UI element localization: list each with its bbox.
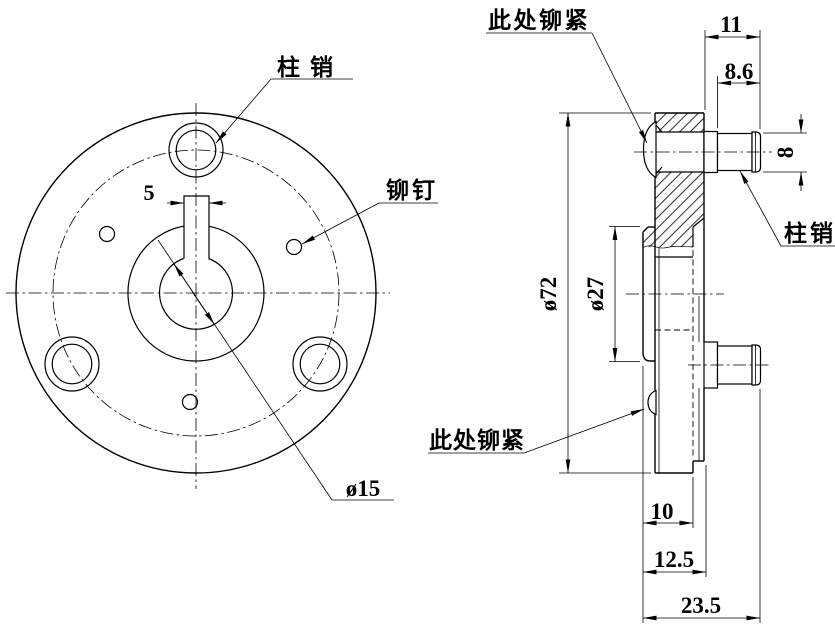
dim-web-thickness: 10: [642, 366, 694, 623]
label-rivet-here-top-text: 此处铆紧: [488, 7, 590, 33]
label-pin-front: 柱销: [215, 54, 353, 144]
pin-hole-top: [168, 122, 224, 178]
dim-pin-length-text: 11: [720, 12, 742, 37]
pin-top: [634, 120, 772, 179]
label-rivet-here-bottom-text: 此处铆紧: [429, 427, 525, 453]
dim-bore-text: ø15: [346, 476, 381, 501]
label-rivet: 铆钉: [301, 177, 438, 245]
label-rivet-text: 铆钉: [386, 177, 438, 203]
pin-top-riveted-head: [642, 120, 657, 179]
dim-web-thickness-text: 10: [651, 499, 674, 524]
label-pin-side: 柱销: [739, 170, 835, 247]
bolt-circle-centerline: [52, 149, 340, 437]
dim-pin-length: 11: [704, 12, 761, 129]
rivet-head-bottom: [647, 389, 657, 416]
label-rivet-here-top: 此处铆紧: [486, 7, 648, 144]
pin-bottom: [647, 341, 772, 416]
dim-pin-shank-length-text: 8.6: [725, 59, 754, 84]
hatch-lower: [643, 172, 704, 247]
dim-hub-thickness-text: 12.5: [654, 547, 694, 572]
dim-pin-dia-text: 8: [773, 147, 798, 159]
dim-hub-dia-text: ø27: [583, 277, 608, 312]
side-view: ø72 ø27 11 8.6 8: [428, 7, 835, 623]
pin-hole-lower-left: [44, 336, 100, 392]
dim-bore: ø15: [157, 239, 394, 501]
dim-outer-dia-text: ø72: [536, 277, 561, 312]
hatch-upper: [655, 113, 704, 132]
rivet-hole-left: [98, 225, 116, 243]
pin-hole-lower-right: [292, 336, 348, 392]
dim-hub-thickness: 12.5: [643, 465, 707, 577]
dim-key-width-text: 5: [144, 180, 155, 205]
keyway-slot: [183, 195, 210, 259]
rivet-hole-right: [285, 238, 303, 256]
front-view: 5 ø15 柱销 铆钉: [6, 54, 438, 501]
dim-outer-dia: ø72: [536, 112, 651, 474]
dim-key-width: 5: [144, 180, 226, 206]
dim-pin-dia: 8: [763, 114, 807, 191]
rivet-hole-bottom: [181, 393, 199, 411]
label-pin-front-text: 柱销: [277, 54, 343, 80]
dim-overall-width: 23.5: [643, 389, 761, 623]
outer-circle: [15, 112, 377, 474]
label-rivet-here-bottom: 此处铆紧: [428, 408, 645, 454]
dim-overall-width-text: 23.5: [681, 593, 721, 618]
label-pin-side-text: 柱销: [784, 220, 835, 246]
bore-circle: [158, 257, 234, 330]
dim-hub-dia: ø27: [583, 226, 640, 362]
dim-pin-shank-length: 8.6: [717, 59, 760, 128]
hub-circle: [127, 225, 265, 362]
